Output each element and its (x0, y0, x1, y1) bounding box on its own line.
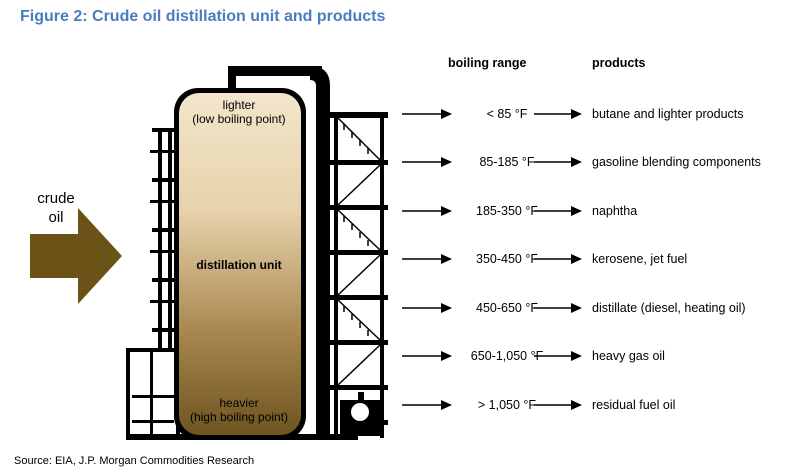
fraction-arrow-left (402, 303, 452, 313)
distillation-column (174, 88, 306, 440)
fraction-range: 85-185 °F (479, 155, 535, 169)
column-bottom-subtext: (high boiling point) (189, 410, 289, 424)
fraction-range: 185-350 °F (476, 204, 538, 218)
figure-title: Figure 2: Crude oil distillation unit an… (20, 8, 386, 25)
fraction-arrow-right (534, 400, 582, 410)
fraction-arrows-right (534, 109, 582, 410)
column-top-subtext: (low boiling point) (192, 112, 286, 126)
fraction-arrow-left (402, 351, 452, 361)
fraction-product: naphtha (592, 204, 638, 218)
fraction-arrow-left (402, 206, 452, 216)
crude-oil-arrow (30, 208, 122, 304)
fraction-arrow-right (534, 303, 582, 313)
fraction-product: residual fuel oil (592, 398, 676, 412)
fraction-range: 350-450 °F (476, 252, 538, 266)
column-bottom-label: heavier (high boiling point) (178, 396, 300, 424)
fraction-arrows-left (402, 109, 452, 410)
crude-label-line1: crude (37, 190, 75, 207)
crude-oil-label: crude oil (30, 189, 82, 227)
fraction-arrow-right (534, 109, 582, 119)
fraction-product: gasoline blending components (592, 155, 761, 169)
column-middle-label: distillation unit (196, 258, 282, 272)
pump-equipment (340, 392, 388, 436)
fraction-arrow-left (402, 109, 452, 119)
right-scaffolding (330, 112, 388, 438)
column-bottom-text: heavier (219, 396, 259, 410)
fraction-product: butane and lighter products (592, 107, 744, 121)
fraction-range: 450-650 °F (476, 301, 538, 315)
fraction-arrow-left (402, 254, 452, 264)
fraction-arrow-right (534, 157, 582, 167)
column-top-text: lighter (222, 98, 256, 112)
fraction-range: < 85 °F (486, 107, 528, 121)
header-boiling-range: boiling range (448, 56, 527, 70)
column-top-label: lighter (low boiling point) (178, 98, 300, 126)
fraction-arrow-right (534, 206, 582, 216)
header-products: products (592, 56, 646, 70)
fraction-arrow-right (534, 254, 582, 264)
fraction-product: kerosene, jet fuel (592, 252, 688, 266)
fraction-arrow-left (402, 400, 452, 410)
fraction-product: heavy gas oil (592, 349, 665, 363)
fraction-range: > 1,050 °F (477, 398, 537, 412)
fraction-product: distillate (diesel, heating oil) (592, 301, 746, 315)
fraction-arrow-right (534, 351, 582, 361)
fraction-arrow-left (402, 157, 452, 167)
source-note: Source: EIA, J.P. Morgan Commodities Res… (14, 455, 255, 467)
crude-label-line2: oil (48, 209, 64, 226)
fraction-range: 650-1,050 °F (470, 349, 544, 363)
